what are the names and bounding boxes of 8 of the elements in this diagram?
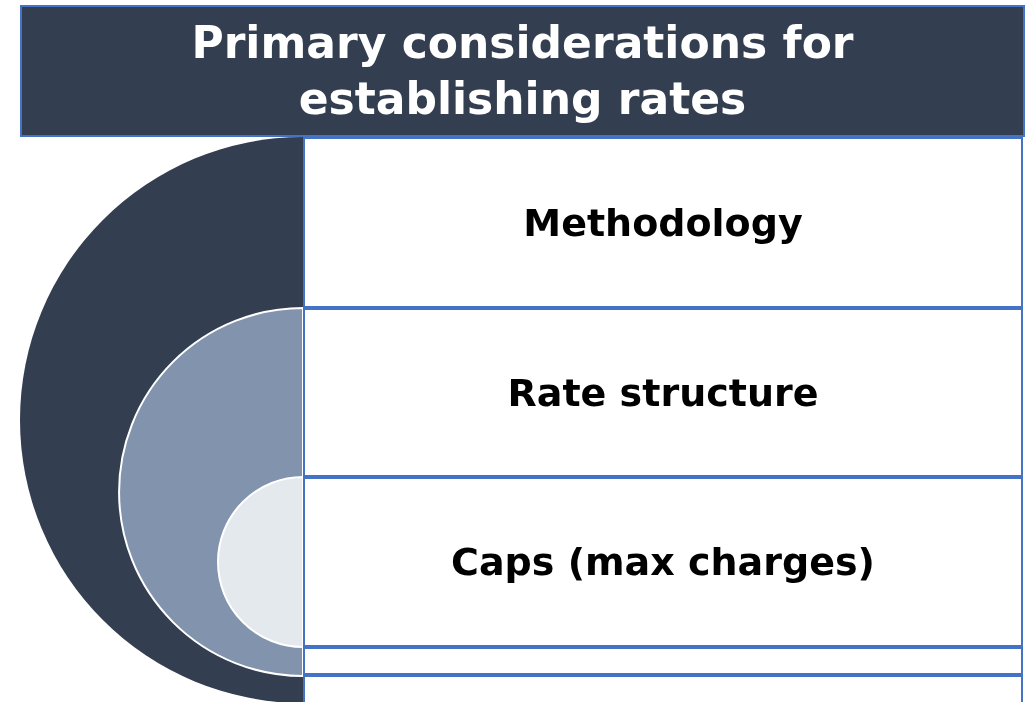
- row-label: Caps (max charges): [451, 540, 875, 584]
- text-box: [303, 137, 1023, 308]
- title-banner: Primary considerations for establishing rates: [20, 5, 1025, 137]
- text-box: [303, 477, 1023, 647]
- row-label: Rate structure: [507, 370, 819, 415]
- empty-box: [303, 647, 1023, 675]
- row-label: Methodology: [523, 200, 803, 245]
- text-box: [303, 308, 1023, 477]
